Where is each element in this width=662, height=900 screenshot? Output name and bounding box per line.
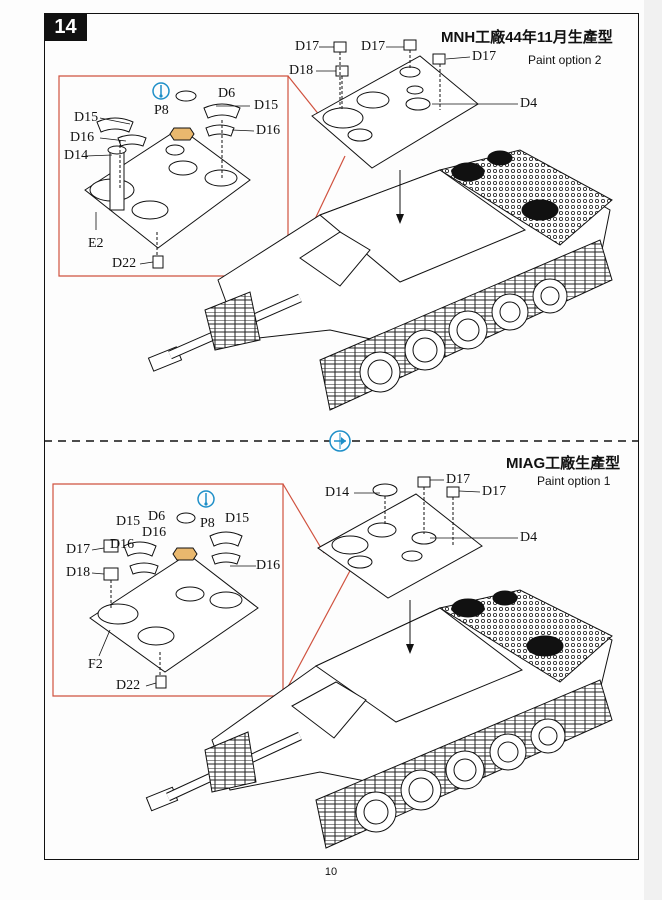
label-d17: D17 bbox=[66, 542, 91, 557]
label-d15: D15 bbox=[254, 98, 279, 113]
label-d15: D15 bbox=[225, 511, 250, 526]
label-d17: D17 bbox=[446, 472, 471, 487]
top-tank-hull bbox=[147, 149, 613, 411]
label-p8: P8 bbox=[154, 103, 169, 118]
step-number-badge: 14 bbox=[44, 13, 87, 41]
label-d15: D15 bbox=[74, 110, 99, 125]
top-engine-deck-small bbox=[311, 39, 479, 169]
label-d17: D17 bbox=[361, 39, 386, 54]
label-d4: D4 bbox=[520, 530, 538, 545]
top-paint-option: Paint option 2 bbox=[528, 53, 602, 67]
label-d16: D16 bbox=[110, 537, 135, 552]
label-d4: D4 bbox=[520, 96, 538, 111]
bottom-paint-option: Paint option 1 bbox=[537, 474, 611, 488]
leader-lines bbox=[85, 46, 518, 687]
label-d18: D18 bbox=[289, 63, 314, 78]
rotate-view-symbol-bottom bbox=[197, 490, 215, 508]
label-d6: D6 bbox=[148, 509, 166, 524]
label-d6: D6 bbox=[218, 86, 236, 101]
label-d18: D18 bbox=[66, 565, 91, 580]
bottom-variant-title: MIAG工廠生產型 bbox=[506, 455, 621, 472]
label-f2: F2 bbox=[88, 657, 103, 672]
top-variant-title: MNH工廠44年11月生產型 bbox=[441, 29, 613, 46]
label-d16: D16 bbox=[142, 525, 167, 540]
label-p8: P8 bbox=[200, 516, 215, 531]
label-e2: E2 bbox=[88, 236, 104, 251]
bottom-tank-hull bbox=[145, 589, 613, 849]
flip-model-symbol bbox=[329, 430, 351, 452]
label-d16: D16 bbox=[70, 130, 95, 145]
rotate-view-symbol bbox=[152, 82, 170, 100]
label-d17: D17 bbox=[472, 49, 497, 64]
label-d17: D17 bbox=[295, 39, 320, 54]
page-margin-strip bbox=[644, 0, 662, 900]
label-d17: D17 bbox=[482, 484, 507, 499]
label-d14: D14 bbox=[64, 148, 89, 163]
step-frame bbox=[44, 13, 639, 860]
label-d16: D16 bbox=[256, 123, 281, 138]
top-engine-deck-detail bbox=[84, 90, 251, 269]
label-d16: D16 bbox=[256, 558, 281, 573]
bottom-engine-deck-detail bbox=[89, 512, 259, 689]
label-d15: D15 bbox=[116, 514, 141, 529]
label-d22: D22 bbox=[112, 256, 137, 271]
label-d14: D14 bbox=[325, 485, 350, 500]
label-d22: D22 bbox=[116, 678, 141, 693]
page-number: 10 bbox=[324, 866, 338, 878]
